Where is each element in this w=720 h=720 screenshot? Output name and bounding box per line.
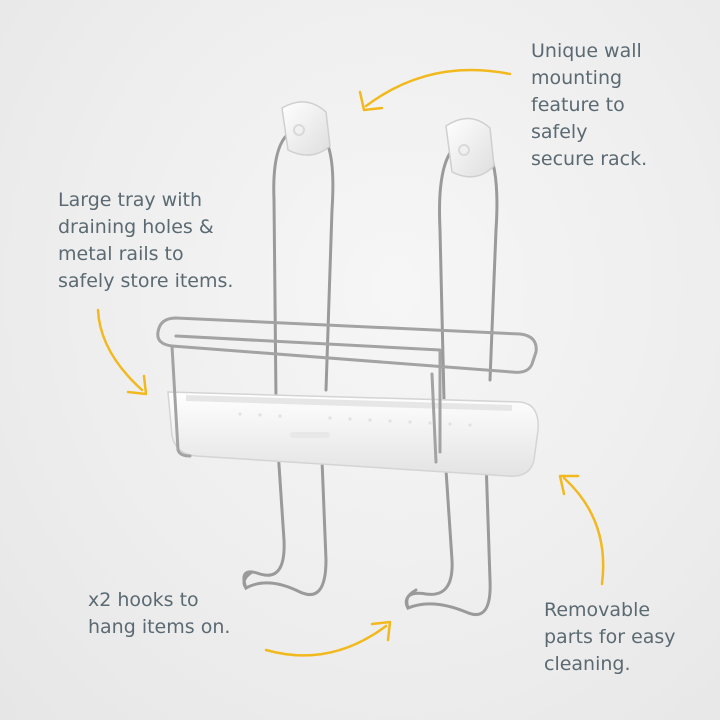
callout-hooks: x2 hooks to hang items on. — [88, 589, 231, 638]
arrow-wall — [364, 68, 512, 108]
left-back-loop — [272, 133, 289, 402]
front-right-post — [430, 372, 438, 464]
tray — [167, 391, 539, 477]
left-hook-tip — [242, 570, 254, 590]
arrow-icon — [96, 68, 605, 657]
left-hook — [242, 448, 328, 596]
callout-wall-mount: Unique wall mounting feature to safely s… — [531, 40, 648, 170]
right-hook-tip — [404, 588, 418, 610]
drain-holes — [238, 412, 472, 427]
top-rail — [156, 316, 538, 374]
wall-mount-left — [281, 101, 331, 156]
callout-tray: Large tray with draining holes & metal r… — [58, 189, 234, 292]
arrow-hooks — [264, 624, 388, 657]
arrow-tray — [96, 308, 144, 392]
mid-rail — [174, 334, 442, 454]
metal-rails — [156, 316, 538, 464]
right-back-loop — [438, 148, 454, 402]
right-back-loop-2 — [485, 146, 499, 382]
left-back-loop-2 — [320, 133, 335, 392]
callout-removable: Removable parts for easy cleaning. — [544, 599, 676, 675]
right-hook — [405, 458, 492, 616]
front-left-post — [170, 344, 192, 458]
arrow-removable — [562, 476, 605, 586]
hook-wires — [242, 448, 492, 616]
wall-mount-right — [445, 117, 495, 178]
